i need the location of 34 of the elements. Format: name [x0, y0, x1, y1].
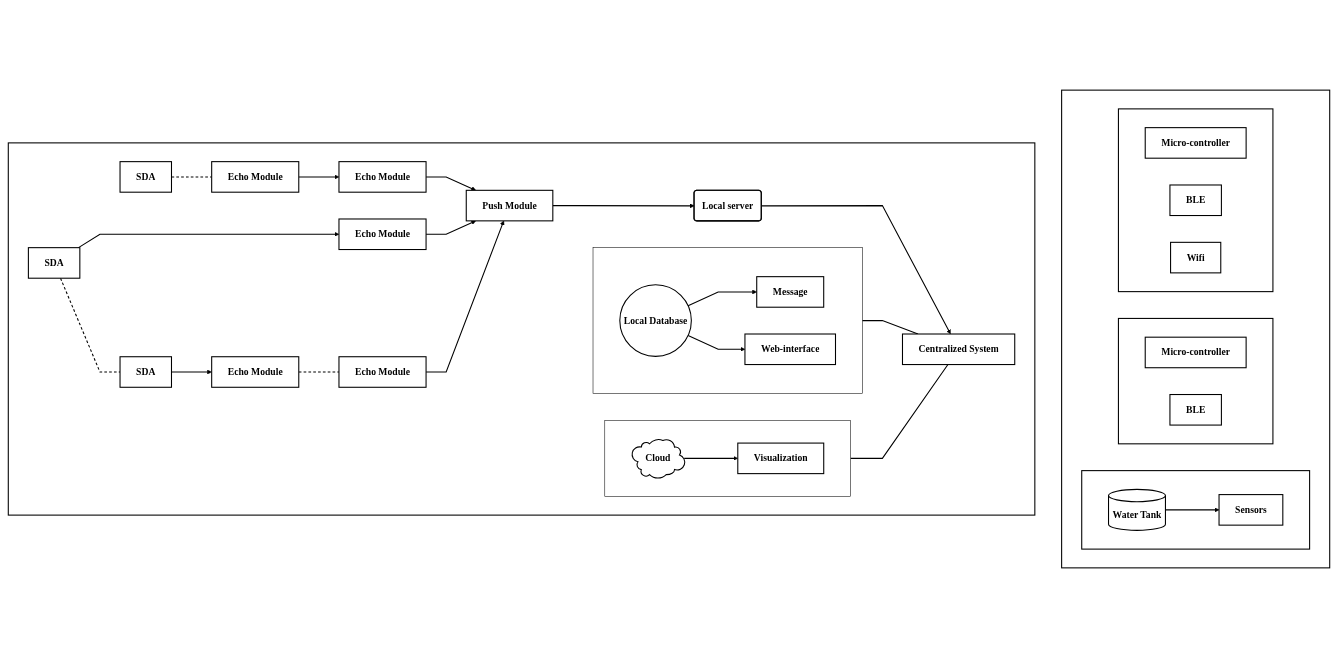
node-box: Visualization: [737, 442, 825, 475]
connector: [861, 320, 919, 335]
node-box: Message: [756, 276, 825, 308]
cluster: [1081, 470, 1311, 550]
node-box: Echo Module: [338, 161, 427, 193]
node-box: Echo Module: [211, 161, 300, 193]
node-box: SDA: [27, 247, 81, 279]
node-box: BLE: [1169, 394, 1222, 426]
node-box: Echo Module: [338, 356, 427, 388]
node-box: Centralized System: [901, 333, 1016, 366]
cluster: [1117, 108, 1274, 293]
node-box: Micro-controller: [1144, 127, 1247, 159]
node-box: BLE: [1169, 184, 1222, 217]
node-box: Sensors: [1218, 494, 1284, 526]
connector: [850, 364, 949, 459]
node-box: SDA: [119, 161, 173, 193]
cluster: [7, 142, 1036, 516]
node-box: Micro-controller: [1144, 336, 1247, 369]
arrow: [761, 205, 951, 335]
cluster: [1061, 89, 1331, 569]
cluster: [1117, 317, 1274, 445]
node-box: Web-interface: [744, 333, 837, 366]
node-circle: Local Database: [619, 284, 692, 357]
arrow: [552, 203, 695, 209]
node-box: Echo Module: [211, 356, 300, 388]
node-box: Wifi: [1170, 241, 1222, 274]
arrow: [683, 456, 738, 461]
cluster: [592, 247, 863, 394]
node-box: Push Module: [465, 189, 554, 222]
node-box: Echo Module: [338, 218, 427, 251]
node-box: SDA: [119, 356, 173, 388]
arrow: [1164, 507, 1220, 513]
arrow: [687, 289, 757, 307]
cluster: [604, 420, 851, 497]
